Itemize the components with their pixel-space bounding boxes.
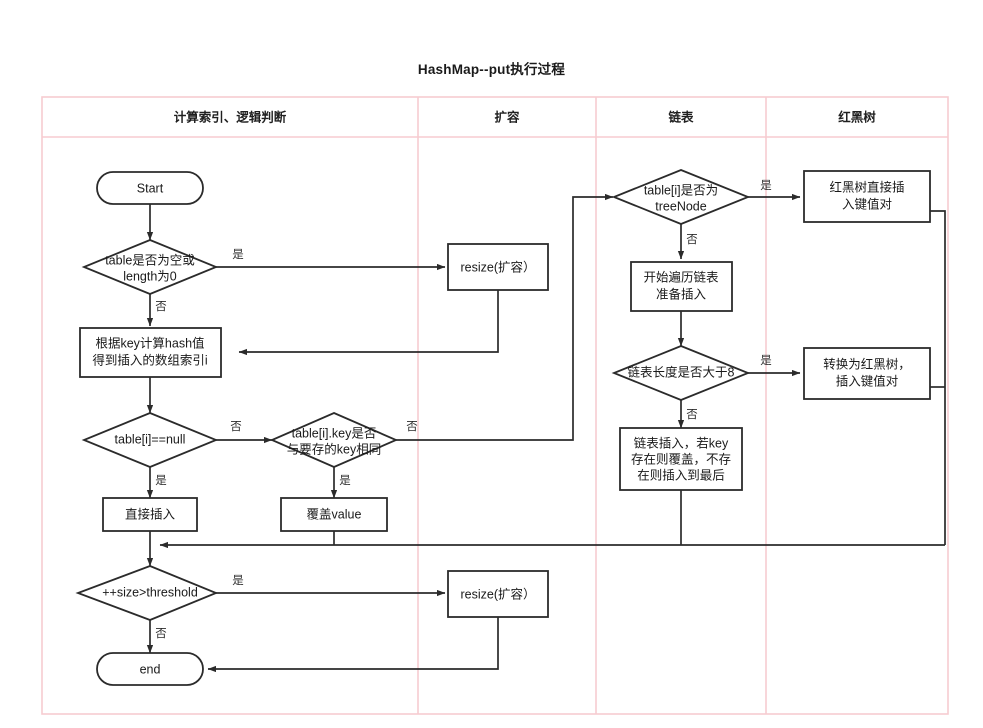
node-calc-hash-label-line2: 得到插入的数组索引i — [92, 352, 207, 367]
node-key-same[interactable]: table[i].key是否 与要存的key相同 — [269, 412, 399, 468]
node-size-threshold-label: ++size>threshold — [102, 585, 198, 599]
edge-label-key-same-yes: 是 — [339, 474, 351, 487]
node-direct-insert[interactable]: 直接插入 — [102, 497, 198, 532]
lane-header-index-label: 计算索引、逻辑判断 — [174, 109, 287, 124]
node-table-i-null[interactable]: table[i]==null — [81, 412, 219, 468]
node-end-label: end — [140, 662, 161, 676]
node-direct-insert-label: 直接插入 — [125, 506, 176, 521]
node-tree-insert-label-line1: 红黑树直接插 — [829, 179, 904, 194]
edge-label-size-threshold-yes: 是 — [232, 574, 244, 587]
edge-label-list-len-yes: 是 — [760, 354, 772, 367]
page-title: HashMap--put执行过程 — [417, 62, 566, 77]
node-resize-top-label: resize(扩容） — [460, 259, 535, 274]
node-list-len-gt8-label: 链表长度是否大于8 — [628, 364, 735, 379]
lane-header-tree-label: 红黑树 — [838, 109, 876, 124]
node-convert-tree-label-line2: 插入键值对 — [836, 373, 899, 388]
node-resize-bottom[interactable]: resize(扩容） — [447, 570, 549, 618]
node-list-insert-label-line2: 存在则覆盖，不存 — [631, 452, 731, 466]
node-table-empty-label-line1: table是否为空或 — [105, 253, 195, 267]
node-traverse-list-label-line1: 开始遍历链表 — [643, 269, 719, 284]
node-list-len-gt8[interactable]: 链表长度是否大于8 — [611, 345, 751, 401]
node-table-empty[interactable]: table是否为空或 length为0 — [81, 239, 219, 295]
node-list-insert[interactable]: 链表插入，若key 存在则覆盖，不存 在则插入到最后 — [619, 427, 743, 491]
node-traverse-list[interactable]: 开始遍历链表 准备插入 — [630, 261, 733, 312]
node-tree-insert-label-line2: 入键值对 — [842, 196, 892, 211]
node-tree-insert[interactable]: 红黑树直接插 入键值对 — [803, 170, 931, 223]
node-key-same-label-line1: table[i].key是否 — [292, 426, 377, 440]
edge-label-is-treenode-no: 否 — [686, 234, 698, 246]
node-table-empty-label-line2: length为0 — [123, 269, 177, 283]
edge-label-table-empty-no: 否 — [155, 301, 167, 313]
edge-label-table-i-null-yes: 是 — [155, 474, 167, 487]
edge-label-key-same-no: 否 — [406, 421, 418, 433]
edge-label-size-threshold-no: 否 — [155, 628, 167, 640]
lane-header-tree: 红黑树 — [838, 109, 876, 124]
node-table-i-null-label: table[i]==null — [115, 432, 186, 446]
node-overwrite-value-label: 覆盖value — [307, 507, 362, 521]
node-resize-top[interactable]: resize(扩容） — [447, 243, 549, 291]
node-list-insert-label-line3: 在则插入到最后 — [637, 468, 725, 482]
node-calc-hash-label-line1: 根据key计算hash值 — [95, 335, 204, 350]
node-start-label: Start — [137, 181, 164, 195]
lane-header-list-label: 链表 — [668, 109, 694, 124]
edge-labels: 是 否 否 是 否 是 是 否 是 否 是 否 — [155, 179, 772, 640]
node-overwrite-value[interactable]: 覆盖value — [280, 497, 388, 532]
lane-header-list: 链表 — [668, 109, 694, 124]
edge-label-is-treenode-yes: 是 — [760, 179, 772, 192]
edge-label-list-len-no: 否 — [686, 409, 698, 421]
edge-resize-bottom-to-end — [207, 617, 499, 673]
edge-key-same-no — [396, 193, 614, 441]
node-list-insert-label-line1: 链表插入，若key — [634, 435, 729, 450]
node-is-treenode[interactable]: table[i]是否为 treeNode — [611, 169, 751, 225]
node-key-same-label-line2: 与要存的key相同 — [287, 441, 381, 456]
node-size-threshold[interactable]: ++size>threshold — [75, 565, 219, 621]
edges — [146, 193, 946, 673]
lane-header-resize: 扩容 — [494, 109, 520, 124]
edge-label-table-empty-yes: 是 — [232, 248, 244, 261]
node-start[interactable]: Start — [96, 171, 204, 205]
edge-label-table-i-null-no: 否 — [230, 421, 242, 433]
node-is-treenode-label-line1: table[i]是否为 — [644, 183, 718, 197]
node-convert-tree[interactable]: 转换为红黑树， 插入键值对 — [803, 347, 931, 400]
node-resize-bottom-label: resize(扩容） — [460, 586, 535, 601]
node-traverse-list-label-line2: 准备插入 — [656, 287, 707, 301]
lane-header-index: 计算索引、逻辑判断 — [174, 109, 287, 124]
node-convert-tree-label-line1: 转换为红黑树， — [823, 356, 911, 371]
node-is-treenode-label-line2: treeNode — [655, 199, 706, 213]
edge-resize-top-to-calc-hash — [238, 290, 499, 356]
edge-tree-insert-to-merge — [930, 210, 946, 545]
node-end[interactable]: end — [96, 652, 204, 686]
node-calc-hash[interactable]: 根据key计算hash值 得到插入的数组索引i — [79, 327, 222, 378]
lane-header-resize-label: 扩容 — [494, 109, 520, 124]
